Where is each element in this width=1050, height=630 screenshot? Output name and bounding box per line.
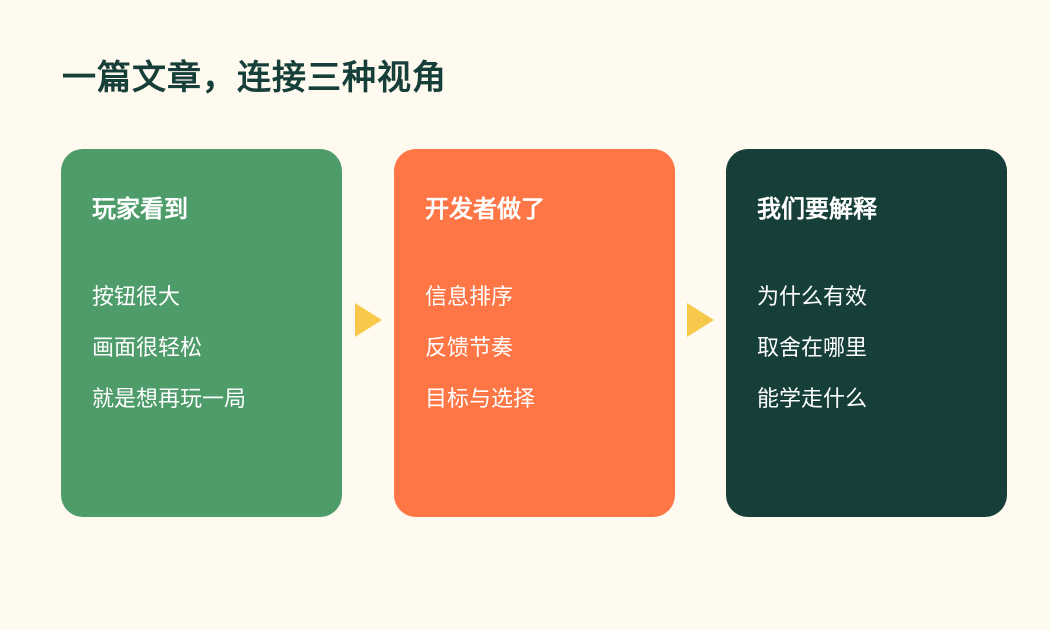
card-item: 画面很轻松 <box>92 336 203 361</box>
card-item: 按钮很大 <box>92 285 181 310</box>
card-item: 反馈节奏 <box>425 336 514 361</box>
card-item-list: 为什么有效 取舍在哪里 能学走什么 <box>757 283 867 436</box>
card-item: 目标与选择 <box>425 387 536 412</box>
card-item-list: 信息排序 反馈节奏 目标与选择 <box>425 283 535 436</box>
card-item: 能学走什么 <box>757 387 868 412</box>
card-player-view: 玩家看到 按钮很大 画面很轻松 就是想再玩一局 <box>61 149 342 517</box>
card-title: 开发者做了 <box>425 195 545 223</box>
card-title: 玩家看到 <box>92 195 188 223</box>
card-item: 就是想再玩一局 <box>92 387 247 412</box>
card-developer-view: 开发者做了 信息排序 反馈节奏 目标与选择 <box>394 149 675 517</box>
card-item: 为什么有效 <box>757 285 868 310</box>
page-title: 一篇文章，连接三种视角 <box>62 58 447 98</box>
triangle-right-icon <box>355 303 382 337</box>
card-explainer-view: 我们要解释 为什么有效 取舍在哪里 能学走什么 <box>726 149 1007 517</box>
card-item: 信息排序 <box>425 285 514 310</box>
triangle-right-icon <box>687 303 714 337</box>
card-item: 取舍在哪里 <box>757 336 868 361</box>
card-title: 我们要解释 <box>757 195 877 223</box>
card-item-list: 按钮很大 画面很轻松 就是想再玩一局 <box>92 283 246 436</box>
